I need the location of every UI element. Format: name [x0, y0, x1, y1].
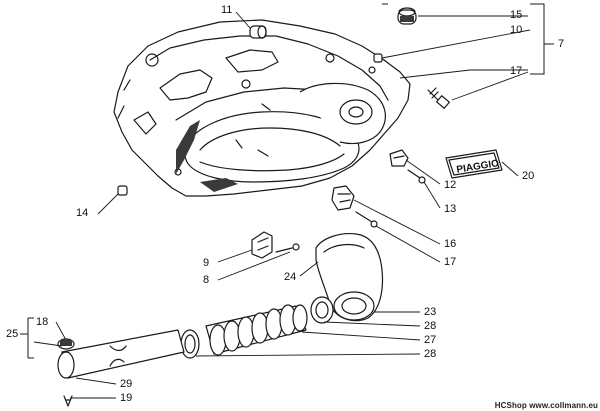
label-19: 19 — [120, 392, 133, 404]
label-27: 27 — [424, 334, 437, 346]
label-18: 18 — [36, 316, 49, 328]
group-brackets — [20, 3, 554, 359]
bracket-part-12 — [389, 149, 409, 167]
bushing-part-11 — [249, 25, 267, 39]
screw-part-10 — [373, 53, 383, 63]
cap-part-18 — [57, 338, 75, 350]
label-11: 11 — [221, 4, 233, 16]
label-14: 14 — [76, 207, 89, 219]
label-8: 8 — [203, 274, 210, 286]
label-16: 16 — [444, 238, 457, 250]
label-9: 9 — [203, 257, 210, 269]
label-23: 23 — [424, 306, 437, 318]
plug-part-15 — [397, 7, 417, 25]
label-13: 13 — [444, 203, 457, 215]
label-10: 10 — [510, 24, 523, 36]
label-29: 29 — [120, 378, 133, 390]
bellows-part-27 — [205, 304, 308, 356]
bolt-part-17-upper — [427, 87, 451, 109]
watermark: HCShop www.collmann.eu — [494, 401, 598, 410]
label-28-upper: 28 — [424, 320, 437, 332]
screw-part-13 — [407, 169, 426, 184]
label-24: 24 — [284, 271, 297, 283]
clamp-ring-part-28-upper — [180, 329, 200, 359]
label-20: 20 — [522, 170, 535, 182]
screw-part-17-lower — [355, 211, 378, 228]
label-17-lower: 17 — [444, 256, 457, 268]
piaggio-badge-part-20: PIAGGIO — [445, 149, 503, 179]
label-25: 25 — [6, 328, 19, 340]
clamp-part-16 — [331, 185, 355, 211]
clip-part-19 — [63, 395, 73, 407]
label-7: 7 — [558, 38, 565, 50]
label-15: 15 — [510, 9, 523, 21]
clamp-ring-part-23 — [310, 296, 334, 324]
air-duct-part-24 — [315, 233, 384, 322]
label-12: 12 — [444, 179, 457, 191]
pin-part-14 — [117, 185, 128, 196]
label-28-lower: 28 — [424, 348, 437, 360]
label-17-upper: 17 — [510, 65, 523, 77]
leader-lines — [33, 11, 531, 399]
transmission-cover-part-1 — [113, 19, 411, 197]
tube-part-29 — [57, 329, 185, 379]
bracket-part-9 — [251, 231, 273, 259]
screw-part-8 — [275, 243, 300, 253]
